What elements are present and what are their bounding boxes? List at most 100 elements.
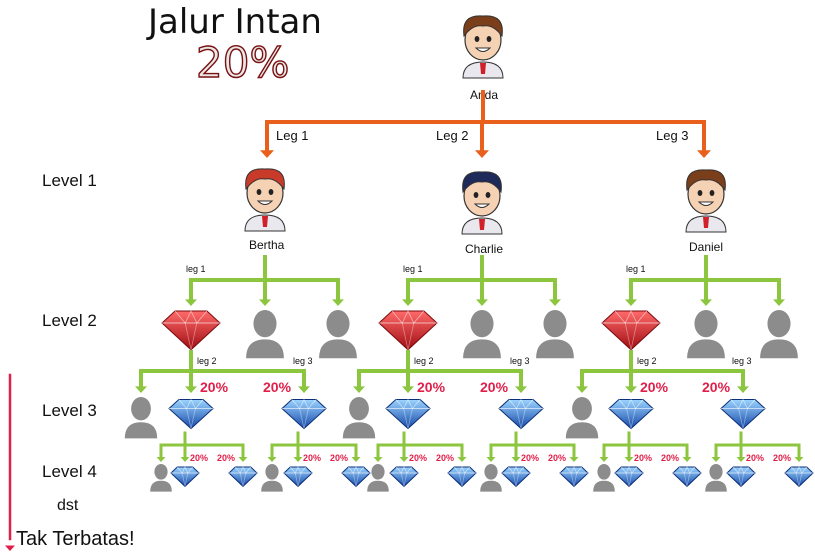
daniel-avatar-hair [686,169,726,192]
l3-diamond-b-1-pavilion [299,408,309,429]
l4-diamond-b-5-body [672,466,702,488]
l4-arrow-5-3-head [682,457,692,462]
l3-diamond-b-3-body [720,399,766,430]
root-avatar-mouth [474,47,492,52]
l4-diamond-b-5 [672,466,702,488]
level1-arrow-1-head [260,150,274,158]
l4-diamond-b-2 [341,466,371,488]
bertha-avatar-mouth [256,200,274,205]
diagram-percent: 20% [195,37,290,87]
unlimited-arrow-head [5,545,15,551]
level1-name-2: Charlie [465,242,503,256]
l4-person-2 [261,464,283,492]
l2-person-a-2 [463,310,501,359]
l4-arrow-2-3-head [351,457,361,462]
l2-person-b-3-body [760,339,798,359]
l4-diamond-a-1-body [170,466,200,488]
bertha-avatar-eye-right [268,189,274,195]
l4-bonus-a-5: 20% [634,453,652,463]
l4-diamond-a-5-body [614,466,644,488]
l3-diamond-a-3 [608,398,654,430]
l2-person-a-2-head [470,310,494,338]
l2-person-a-1-head [253,310,277,338]
root-avatar-eye-left [474,36,480,42]
l4-diamond-a-3-pavilion [400,472,408,487]
l3-diamond-a-2-pavilion [403,408,413,429]
l4-diamond-b-2-crown [347,466,365,474]
l2-arrow-2-2-head [476,299,488,306]
l3-diamond-b-3 [720,398,766,430]
l4-arrow-2-2-head [293,457,303,462]
l2-person-b-2-body [536,339,574,359]
l4-diamond-a-2-crown [289,466,307,474]
ruby-gem-2-crown [391,310,425,324]
l4-diamond-a-1 [170,466,200,488]
l2-person-a-1 [246,310,284,359]
l4-arrow-6-2-head [736,457,746,462]
l4-person-1-body [150,480,172,492]
l4-bonus-b-3: 20% [436,453,454,463]
charlie-avatar-tie [479,219,485,230]
l3-diamond-a-1-crown [178,398,204,410]
l4-diamond-b-6-crown [790,466,808,474]
l4-diamond-b-4 [559,466,589,488]
l2-person-b-1 [319,310,357,359]
root-avatar-eye-right [486,36,492,42]
l4-diamond-b-5-crown [678,466,696,474]
l4-arrow-3-1-head [373,457,383,462]
l3-diamond-a-3-pavilion [626,408,636,429]
l3-diamond-b-1-crown [291,398,317,410]
l4-person-5-head [597,464,611,480]
l3-leg3-label-1: leg 3 [293,356,313,366]
l4-arrow-4-2-head [511,457,521,462]
charlie-avatar-eye-left [473,192,479,198]
l2-person-b-3-head [767,310,791,338]
l4-person-1-head [154,464,168,480]
level-4-label: Level 4 [42,462,97,481]
l2-person-b-3 [760,310,798,359]
l4-person-5-body [593,480,615,492]
l4-diamond-a-2 [283,466,313,488]
l4-diamond-b-4-body [559,466,589,488]
l4-diamond-a-1-pavilion [181,472,189,487]
ruby-gem-2-pavilion [401,322,415,350]
l2-person-b-1-body [319,339,357,359]
l3-diamond-a-2-crown [395,398,421,410]
ruby-gem-1-body [161,310,221,351]
l2-arrow-1-3-head [332,299,344,306]
level1-leg-2: Leg 2 [436,128,469,143]
l4-bonus-a-4: 20% [521,453,539,463]
l2-arrow-1-2-head [259,299,271,306]
l4-diamond-a-4 [501,466,531,488]
l4-bonus-b-1: 20% [217,453,235,463]
level1-arrow-3-head [697,150,711,158]
l4-diamond-a-3-crown [395,466,413,474]
level-3-label: Level 3 [42,401,97,420]
l4-diamond-b-5-pavilion [683,472,691,487]
l3-arrow-3-2-head [625,386,637,393]
ruby-gem-2 [378,310,438,351]
l3-person-1-body [124,422,158,439]
ruby-gem-3-pavilion [624,322,638,350]
daniel-avatar-tie [703,217,709,228]
level1-leg-3: Leg 3 [656,128,689,143]
l4-bonus-a-2: 20% [303,453,321,463]
l4-person-3-head [371,464,385,480]
l4-arrow-5-2-head [624,457,634,462]
l4-diamond-a-5-crown [620,466,638,474]
unlimited-label: Tak Terbatas! [16,528,135,550]
l3-diamond-a-2-body [385,399,431,430]
l3-arrow-3-3-head [737,386,749,393]
charlie-avatar-mouth [473,203,491,208]
l4-diamond-a-6-pavilion [737,472,745,487]
l3-diamond-b-1 [281,398,327,430]
ruby-gem-2-body [378,310,438,351]
charlie-avatar-hair [462,171,502,194]
l2-arrow-2-1-head [402,299,414,306]
l4-bonus-b-2: 20% [330,453,348,463]
l2-person-a-2-body [463,339,501,359]
charlie-avatar [461,171,503,235]
l4-diamond-b-6-pavilion [795,472,803,487]
ruby-gem-3-body [601,310,661,351]
